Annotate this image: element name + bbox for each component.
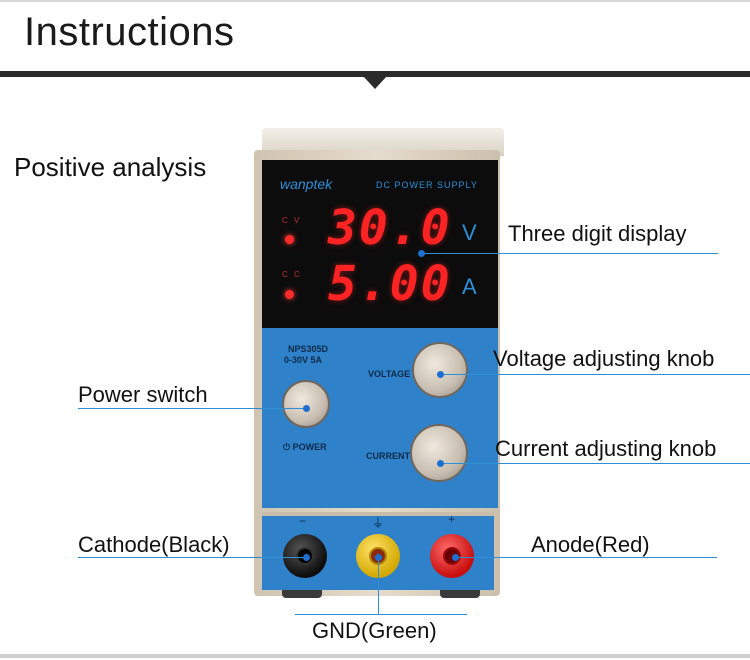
callout-anode: Anode(Red) xyxy=(531,532,650,557)
callout-gnd: GND(Green) xyxy=(312,618,437,643)
voltage-knob-label: VOLTAGE xyxy=(368,369,411,379)
callout-cathode: Cathode(Black) xyxy=(78,532,230,557)
callout-vline-gnd xyxy=(378,557,379,614)
callout-current-knob: Current adjusting knob xyxy=(495,436,717,461)
callout-dot-gnd xyxy=(375,554,382,561)
header-notch-icon xyxy=(363,76,387,89)
callout-dot-voltage-knob xyxy=(437,371,444,378)
callout-dot-anode xyxy=(452,554,459,561)
section-title: Positive analysis xyxy=(14,152,207,182)
callout-line-anode xyxy=(455,557,717,558)
device-subtitle: DC POWER SUPPLY xyxy=(376,180,478,190)
current-readout: 5.00 xyxy=(328,256,452,312)
callout-three-digit-display: Three digit display xyxy=(508,221,687,246)
device-foot-left xyxy=(282,590,322,598)
current-knob-label: CURRENT xyxy=(366,451,410,461)
power-switch-button[interactable] xyxy=(282,380,330,428)
callout-dot-cathode xyxy=(303,554,310,561)
cv-label: C V xyxy=(282,216,302,225)
page-title: Instructions xyxy=(24,10,235,54)
callout-line-gnd xyxy=(295,614,467,615)
callout-line-power-switch xyxy=(78,408,306,409)
range-label: 0-30V 5A xyxy=(284,355,323,365)
current-unit: A xyxy=(462,274,477,299)
model-label: NPS305D xyxy=(288,344,329,354)
power-label-group: ⏻ POWER xyxy=(283,442,327,453)
callout-line-cathode xyxy=(78,557,306,558)
callout-dot-display xyxy=(418,250,425,257)
device-display xyxy=(262,160,498,328)
cathode-terminal[interactable] xyxy=(283,534,327,578)
device-brand: wanptek xyxy=(280,176,333,192)
negative-symbol-icon: − xyxy=(299,514,307,528)
bottom-divider xyxy=(0,654,750,658)
top-divider xyxy=(0,0,750,2)
device-foot-right xyxy=(440,590,480,598)
callout-voltage-knob: Voltage adjusting knob xyxy=(493,346,715,371)
ground-symbol-icon: ⏚ xyxy=(372,516,385,530)
callout-line-display xyxy=(421,253,718,254)
power-icon: ⏻ xyxy=(283,442,291,452)
cv-indicator-icon xyxy=(285,235,294,244)
current-knob[interactable] xyxy=(410,424,468,482)
voltage-unit: V xyxy=(462,220,477,245)
voltage-knob[interactable] xyxy=(412,342,468,398)
power-label: POWER xyxy=(292,442,327,452)
callout-power-switch: Power switch xyxy=(78,382,208,407)
cc-label: C C xyxy=(282,270,302,279)
voltage-readout: 30.0 xyxy=(328,200,452,256)
positive-symbol-icon: + xyxy=(448,512,456,526)
callout-line-voltage-knob xyxy=(440,374,750,375)
header-bar xyxy=(0,71,750,77)
cc-indicator-icon xyxy=(285,290,294,299)
callout-line-current-knob xyxy=(440,463,750,464)
callout-dot-power-switch xyxy=(303,405,310,412)
callout-dot-current-knob xyxy=(437,460,444,467)
